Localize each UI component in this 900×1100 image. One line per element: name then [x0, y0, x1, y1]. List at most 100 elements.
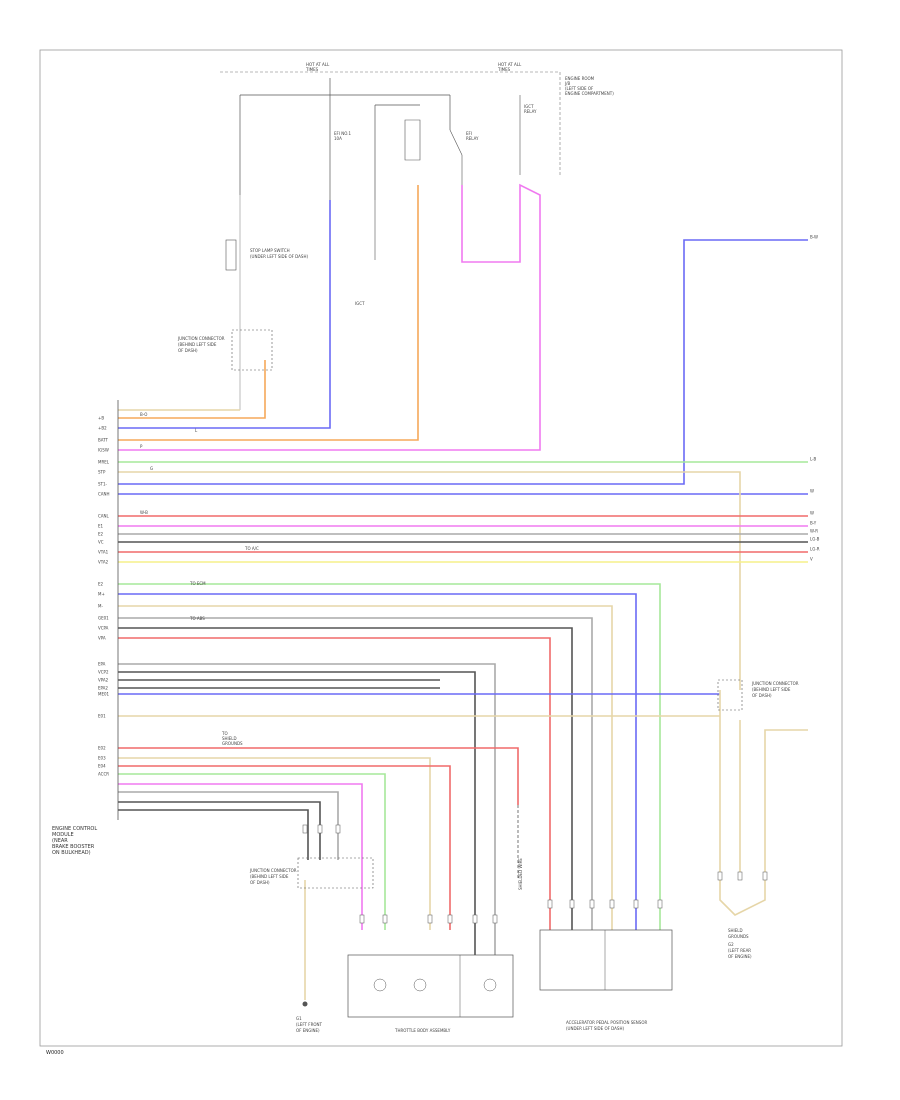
right-wire-tag: W	[810, 511, 814, 516]
fuse-label-1: EFI NO.1	[334, 131, 352, 136]
ecm-pin-label: VPA2	[98, 678, 109, 683]
throttle-body-label: THROTTLE BODY ASSEMBLY	[394, 1028, 451, 1033]
upper-components: STOP LAMP SWITCH (UNDER LEFT SIDE OF DAS…	[177, 195, 376, 410]
ground-right-2: (LEFT REAR	[728, 948, 751, 953]
connector-pin	[359, 914, 365, 924]
wire-orange-1	[118, 360, 266, 419]
ecm-pin-label: VC	[98, 540, 104, 545]
hot-label-1a: HOT AT ALL	[306, 62, 330, 67]
page-id: W0000	[46, 1050, 64, 1056]
stop-lamp-label-2: (UNDER LEFT SIDE OF DASH)	[250, 254, 308, 259]
junction-1-label-2: (BEHIND LEFT SIDE	[178, 342, 217, 347]
ecm-label-4: BRAKE BOOSTER	[52, 844, 95, 850]
fuse-box-label-4: ENGINE COMPARTMENT)	[565, 91, 614, 96]
igct-relay-label-2: RELAY	[524, 109, 537, 114]
ecm-pin-label: EPA	[98, 662, 106, 667]
diagram-frame	[39, 49, 843, 1047]
ground-right-1: G2	[728, 942, 734, 947]
accelerator-pedal-sensor: ACCELERATOR PEDAL POSITION SENSOR (UNDER…	[539, 929, 673, 1031]
tag-blue: L	[195, 428, 198, 433]
hot-label-2a: HOT AT ALL	[498, 62, 522, 67]
fuse-box-label-1: ENGINE ROOM	[565, 76, 595, 81]
connector-pin	[492, 914, 498, 924]
ecm-pin-label: VPA	[98, 636, 106, 641]
accel-label-2: (UNDER LEFT SIDE OF DASH)	[566, 1026, 624, 1031]
ecm-pin-label: E04	[98, 764, 106, 769]
fuse-box-label-2: J/B	[564, 81, 571, 86]
to-abs-label: TO ABS	[189, 616, 205, 621]
ground-left-1: G1	[296, 1016, 302, 1021]
ecm-pin-label: +B	[98, 416, 104, 421]
ecm-pin-label: E01	[98, 714, 106, 719]
junction-1-label-3: OF DASH)	[178, 348, 198, 353]
connector-pin	[717, 871, 723, 881]
tag-pink: P	[140, 444, 143, 449]
fuse-box: HOT AT ALL TIMES HOT AT ALL TIMES ENGINE…	[220, 62, 614, 200]
ecm-pin-label: CANH	[98, 492, 110, 497]
ecm-module: ENGINE CONTROL MODULE (NEAR BRAKE BOOSTE…	[52, 400, 119, 856]
wire-magenta-1	[118, 183, 541, 451]
junction-3-label-3: OF DASH)	[250, 880, 270, 885]
ecm-pin-label: STP	[98, 470, 106, 475]
efi-relay-label-2: RELAY	[466, 136, 479, 141]
junction-right: JUNCTION CONNECTOR (BEHIND LEFT SIDE OF …	[717, 679, 799, 959]
right-wire-tag: V	[810, 557, 813, 562]
ecm-pin-label: VTA1	[98, 550, 109, 555]
fuse-box-label-3: (LEFT SIDE OF	[565, 86, 594, 91]
connector-ticks	[302, 824, 768, 924]
ecm-pin-label: IGSW	[98, 448, 109, 453]
ecm-pin-label: EPA2	[98, 686, 108, 691]
wire-tags: B-O L P G W-B TO A/C TO ECM TO ABS B-WL-…	[140, 235, 820, 622]
ecm-pin-label: VCP2	[98, 670, 109, 675]
ecm-pin-label: ME01	[98, 692, 110, 697]
ecm-pin-label: M-	[98, 604, 103, 609]
accel-label-1: ACCELERATOR PEDAL POSITION SENSOR	[566, 1020, 647, 1025]
connector-pin	[657, 899, 663, 909]
to-ecm-label: TO ECM	[189, 581, 206, 586]
ecm-label-1: ENGINE CONTROL	[52, 826, 97, 832]
ecm-pin-labels: +B+B2BATTIGSWMRELSTPST1-CANHCANLE1E2VCVT…	[98, 416, 110, 777]
ecm-pin-label: E2	[98, 582, 104, 587]
shield-note-2: SHIELD	[222, 736, 237, 741]
junction-lower: JUNCTION CONNECTOR (BEHIND LEFT SIDE OF …	[249, 857, 374, 1033]
connector-pin	[547, 899, 553, 909]
shield-right-2: GROUNDS	[728, 934, 749, 939]
ecm-pin-label: E1	[98, 524, 104, 529]
hot-label-1b: TIMES	[305, 67, 319, 72]
wire-orange-2	[118, 185, 419, 441]
ecm-pin-label: E2	[98, 532, 104, 537]
connector-pin	[569, 899, 575, 909]
ecm-pin-label: ACCR	[98, 772, 109, 777]
ecm-pin-label: CANL	[98, 514, 110, 519]
shield-note-1: TO	[221, 731, 228, 736]
ecm-label-2: MODULE	[52, 832, 74, 838]
junction-2-label-1: JUNCTION CONNECTOR	[751, 681, 799, 686]
tag-wide: W-B	[140, 510, 148, 515]
ecm-pin-label: GE01	[98, 616, 109, 621]
tag-green: G	[150, 466, 153, 471]
right-wire-tag: LG-R	[810, 547, 820, 552]
ig-relay-label: IGCT	[355, 301, 365, 306]
ecm-pin-label: VTA2	[98, 560, 109, 565]
connector-pin	[762, 871, 768, 881]
junction-2-label-2: (BEHIND LEFT SIDE	[752, 687, 791, 692]
connector-pin	[335, 824, 341, 834]
shield-note-3: GROUNDS	[222, 741, 243, 746]
right-wire-tag: L-B	[810, 457, 816, 462]
shield-right-1: SHIELD	[728, 928, 743, 933]
right-wire-tag: W	[810, 489, 814, 494]
hot-label-2b: TIMES	[497, 67, 511, 72]
shielded-wire-label: SHIELDED WIRE	[518, 858, 523, 890]
to-ac-label: TO A/C	[244, 546, 259, 551]
ground-left-2: (LEFT FRONT	[296, 1022, 322, 1027]
right-wire-tag: B-Y	[810, 521, 817, 526]
connector-pin	[472, 914, 478, 924]
efi-relay-label-1: EFI	[466, 131, 472, 136]
connector-pin	[609, 899, 615, 909]
right-wire-tag: B-W	[810, 235, 818, 240]
ecm-pin-label: M+	[98, 592, 105, 597]
connector-pin	[447, 914, 453, 924]
junction-3-label-1: JUNCTION CONNECTOR	[249, 868, 297, 873]
ecm-pin-label: ST1-	[98, 482, 108, 487]
junction-3-label-2: (BEHIND LEFT SIDE	[250, 874, 289, 879]
